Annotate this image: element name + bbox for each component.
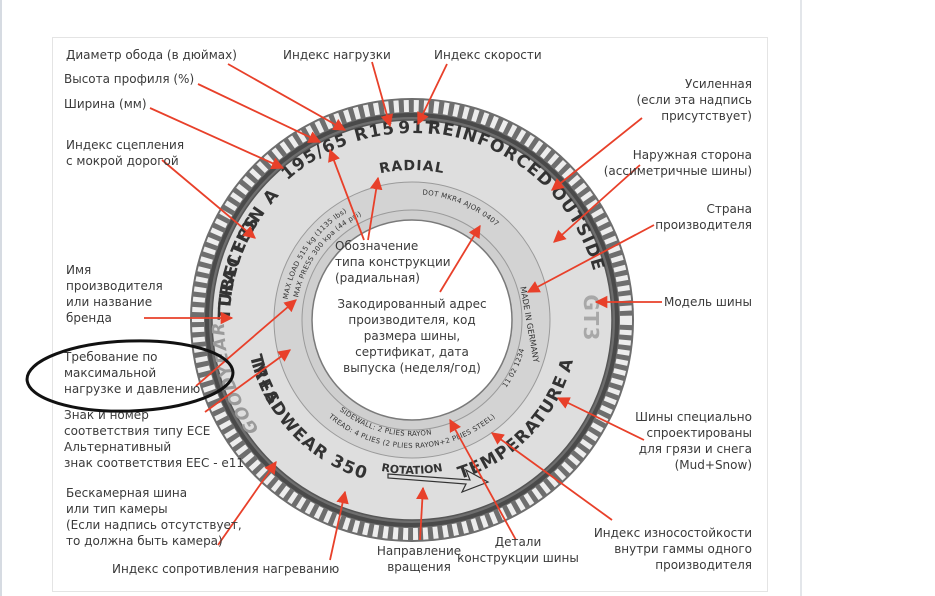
arrow-load-index (371, 61, 393, 128)
label-temperature: Индекс сопротивления нагреванию (112, 562, 340, 576)
label-load-index: Индекс нагрузки (283, 48, 391, 62)
label-speed-index: Индекс скорости (434, 48, 542, 62)
arrow-construction-details (449, 418, 517, 541)
tyre-text-radial: RADIAL (378, 158, 446, 177)
tyre-text-rotation: ROTATION (381, 461, 444, 477)
tread-pattern (192, 100, 632, 540)
highlight-ellipse (25, 339, 235, 413)
tread-groove (205, 113, 619, 527)
arrow-rotation (416, 486, 429, 541)
arrow-outside (553, 164, 641, 243)
arrow-wet-traction (161, 159, 256, 239)
arrow-treadwear (490, 432, 613, 521)
label-construction-type: Обозначение типа конструкции (радиальная… (335, 239, 451, 285)
arrow-construction-type-2 (367, 176, 383, 241)
label-construction-details: Детали конструкции шины (457, 535, 579, 565)
arrow-speed-index (417, 63, 448, 126)
arrow-ece (204, 349, 292, 413)
arrow-rim-diameter (227, 63, 347, 131)
rim-hole (311, 219, 513, 421)
label-coded-address: Закодированный адрес производителя, код … (337, 297, 487, 375)
label-outside: Наружная сторона (ассиметричные шины) (603, 148, 752, 178)
label-rim-diameter: Диаметр обода (в дюймах) (66, 48, 237, 62)
label-treadwear: Индекс износостойкости внутри гаммы одно… (593, 526, 752, 572)
label-mud-snow: Шины специально спроектированы для грязи… (635, 410, 752, 472)
label-brand-name: Имя производителя или название бренда (66, 263, 163, 325)
label-reinforced: Усиленная (если эта надпись присутствует… (636, 77, 753, 123)
arrow-mud-snow (556, 397, 645, 441)
label-wet-traction: Индекс сцепления с мокрой дорогой (66, 138, 185, 168)
arrow-country (526, 224, 655, 293)
page-right-border (800, 0, 802, 596)
label-max-load: Требование по максимальной нагрузке и да… (64, 350, 201, 396)
tyre-text-temperature-grade: A (555, 355, 578, 374)
arrow-tubeless (217, 460, 277, 546)
page-left-border (0, 0, 2, 596)
arrow-profile-height (197, 83, 322, 143)
label-profile-height: Высота профиля (%) (64, 72, 195, 86)
arrow-construction-type-1 (328, 148, 365, 241)
arrow-coded-address (439, 224, 481, 293)
label-width: Ширина (мм) (64, 97, 147, 111)
label-model: Модель шины (663, 295, 752, 309)
label-ece-mark: Знак и номер соответствия типу ECE Альте… (64, 408, 245, 470)
arrow-width (149, 107, 285, 170)
label-tubeless: Бескамерная шина или тип камеры (Если на… (66, 486, 242, 548)
rotation-arrow-icon (387, 468, 490, 494)
label-rotation: Направление вращения (376, 544, 462, 574)
label-country: Страна производителя (655, 202, 752, 232)
arrow-reinforced (551, 117, 643, 191)
arrow-temperature (329, 490, 349, 561)
arrow-max-load (195, 299, 297, 387)
